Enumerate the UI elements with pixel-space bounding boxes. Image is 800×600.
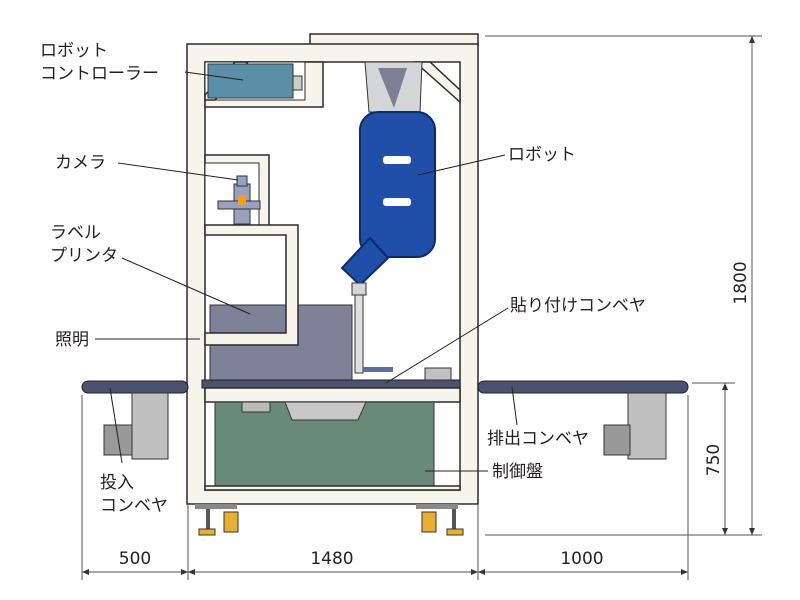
infeed-conveyor (81, 380, 189, 460)
leader-lines (95, 71, 518, 472)
label-infeed-conveyor-1: 投入 (100, 473, 134, 493)
label-robot: ロボット (508, 145, 576, 165)
label-robot-controller-1: ロボット (40, 41, 108, 61)
label-label-printer-2: プリンタ (50, 246, 118, 266)
robot-arm (340, 61, 436, 374)
label-control-panel: 制御盤 (492, 462, 543, 482)
dim-conveyor-height: 750 (704, 444, 724, 476)
dimension-lines (81, 35, 762, 580)
robot-controller (207, 63, 303, 99)
label-label-printer-1: ラベル (50, 223, 101, 243)
label-camera: カメラ (55, 153, 106, 173)
discharge-conveyor (477, 380, 689, 460)
label-infeed-conveyor-2: コンベヤ (100, 496, 168, 516)
cell-frame (186, 33, 479, 536)
dim-infeed-width: 500 (119, 549, 151, 569)
dim-cell-width: 1480 (310, 549, 353, 569)
dim-total-height: 1800 (731, 261, 751, 304)
label-robot-controller-2: コントローラー (40, 64, 159, 84)
camera (217, 175, 261, 225)
label-applying-conveyor: 貼り付けコンベヤ (510, 296, 646, 316)
dim-discharge-width: 1000 (560, 549, 603, 569)
label-lighting: 照明 (55, 330, 89, 350)
label-discharge-conveyor: 排出コンベヤ (487, 429, 589, 449)
